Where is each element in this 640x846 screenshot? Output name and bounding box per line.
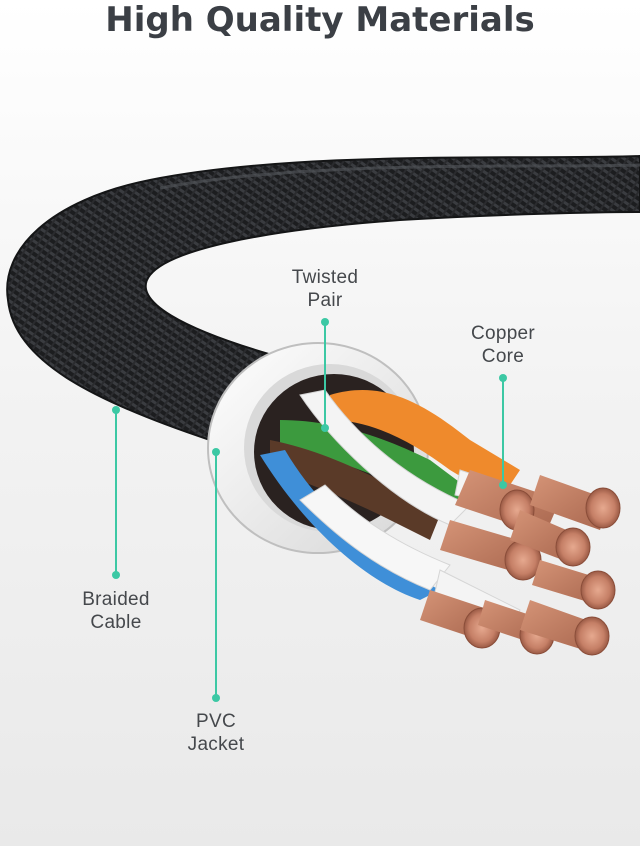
twisted-pair-dot-end <box>321 424 329 432</box>
braided-cable-label-line2: Cable <box>90 612 142 633</box>
braided-cable-dot <box>112 406 120 414</box>
pvc-jacket-label-line2: Jacket <box>187 734 245 755</box>
copper-core-label: Copper Core <box>458 322 548 368</box>
twisted-pair-label: Twisted Pair <box>285 266 365 312</box>
braided-cable-dot-end <box>112 571 120 579</box>
page-title: High Quality Materials <box>105 0 535 40</box>
copper-core-dot-end <box>499 481 507 489</box>
twisted-pair-label-line1: Twisted <box>291 267 359 288</box>
pvc-jacket-label: PVC Jacket <box>171 710 261 756</box>
pvc-jacket-dot <box>212 448 220 456</box>
copper-core-label-line1: Copper <box>470 323 536 344</box>
pvc-jacket-label-line1: PVC <box>196 711 236 732</box>
copper-core-strand <box>532 560 616 610</box>
twisted-pair-dot <box>321 318 329 326</box>
braided-cable-label-line1: Braided <box>82 589 150 610</box>
braided-cable-body <box>6 154 640 442</box>
callout-leaders <box>112 318 507 702</box>
copper-core-strand <box>510 510 591 567</box>
twisted-pair-label-line2: Pair <box>307 290 343 311</box>
copper-core-dot <box>499 374 507 382</box>
pvc-jacket-dot-end <box>212 694 220 702</box>
copper-cores <box>420 470 621 656</box>
copper-core-strand <box>530 475 621 530</box>
braided-cable-label: Braided Cable <box>71 588 161 634</box>
copper-core-label-line2: Core <box>481 346 525 367</box>
copper-core-strand <box>520 600 610 656</box>
